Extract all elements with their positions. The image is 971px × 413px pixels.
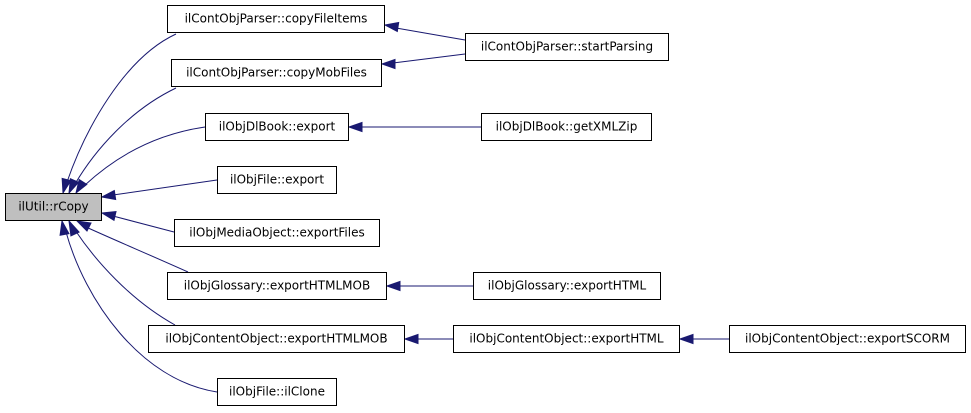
edge-line xyxy=(85,226,189,273)
node-box xyxy=(167,5,385,33)
arrowhead xyxy=(100,189,117,201)
arrowhead xyxy=(59,219,70,236)
edge-contentExportHTML-to-contentExportHTMLMOB xyxy=(403,333,453,345)
edge-startParsing-to-copyMobFiles xyxy=(380,53,466,70)
node-box xyxy=(171,59,382,87)
node-contentExportHTML[interactable]: ilObjContentObject::exportHTML xyxy=(453,325,680,353)
node-box xyxy=(473,272,661,300)
node-glossaryExportHTMLMOB[interactable]: ilObjGlossary::exportHTMLMOB xyxy=(167,272,387,300)
arrowhead xyxy=(100,211,117,222)
arrowhead xyxy=(68,177,80,195)
node-contentExportHTMLMOB[interactable]: ilObjContentObject::exportHTMLMOB xyxy=(148,325,405,353)
node-copyMobFiles[interactable]: ilContObjParser::copyMobFiles xyxy=(171,59,382,87)
node-label: ilContObjParser::copyMobFiles xyxy=(186,66,367,80)
node-fileIlClone[interactable]: ilObjFile::ilClone xyxy=(217,378,337,406)
node-getXMLZip[interactable]: ilObjDlBook::getXMLZip xyxy=(481,113,652,141)
node-label: ilObjGlossary::exportHTMLMOB xyxy=(184,279,370,293)
edge-fileIlClone-to-rcopy xyxy=(59,219,218,393)
node-box xyxy=(174,219,380,247)
edge-line xyxy=(74,87,177,185)
node-startParsing[interactable]: ilContObjParser::startParsing xyxy=(465,33,669,61)
node-box xyxy=(453,325,680,353)
arrowhead xyxy=(678,333,694,345)
edge-contentExportHTMLMOB-to-rcopy xyxy=(68,219,176,326)
edge-startParsing-to-copyFileItems xyxy=(383,21,466,41)
node-box xyxy=(729,325,966,353)
node-label: ilObjGlossary::exportHTML xyxy=(488,279,647,293)
node-label: ilUtil::rCopy xyxy=(18,200,88,214)
node-box xyxy=(217,378,337,406)
edge-glossaryExportHTMLMOB-to-rcopy xyxy=(75,220,189,273)
edge-copyMobFiles-to-rcopy xyxy=(68,87,177,195)
edge-line xyxy=(395,27,466,41)
node-glossaryExportHTML[interactable]: ilObjGlossary::exportHTML xyxy=(473,272,661,300)
arrowhead xyxy=(380,58,396,70)
edge-line xyxy=(84,126,206,186)
node-box xyxy=(217,166,337,194)
arrowhead xyxy=(75,178,88,195)
edge-line xyxy=(392,53,466,64)
node-label: ilObjFile::ilClone xyxy=(229,385,325,399)
arrowhead xyxy=(385,280,401,292)
edge-layer xyxy=(59,21,729,393)
edge-line xyxy=(74,229,176,326)
arrowhead xyxy=(347,121,363,133)
edge-line xyxy=(112,215,175,233)
edge-line xyxy=(112,179,218,196)
edge-line xyxy=(66,33,177,183)
edge-getXMLZip-to-dlbookExport xyxy=(347,121,481,133)
node-box xyxy=(481,113,652,141)
node-box xyxy=(465,33,669,61)
node-label: ilContObjParser::copyFileItems xyxy=(185,12,368,26)
edge-line xyxy=(65,231,218,393)
node-label: ilObjFile::export xyxy=(230,173,324,187)
arrowhead xyxy=(403,333,419,345)
node-rcopy[interactable]: ilUtil::rCopy xyxy=(5,193,102,221)
edge-mediaExportFiles-to-rcopy xyxy=(100,211,175,233)
node-label: ilContObjParser::startParsing xyxy=(481,40,653,54)
arrowhead xyxy=(61,177,72,195)
node-label: ilObjContentObject::exportHTML xyxy=(469,332,664,346)
node-copyFileItems[interactable]: ilContObjParser::copyFileItems xyxy=(167,5,385,33)
node-dlbookExport[interactable]: ilObjDlBook::export xyxy=(205,113,349,141)
node-box xyxy=(148,325,405,353)
edge-glossaryExportHTML-to-glossaryExportHTMLMOB xyxy=(385,280,473,292)
edge-copyFileItems-to-rcopy xyxy=(61,33,177,195)
arrowhead xyxy=(68,219,80,237)
edge-contentExportSCORM-to-contentExportHTML xyxy=(678,333,729,345)
node-box xyxy=(5,193,102,221)
edge-dlbookExport-to-rcopy xyxy=(75,126,206,195)
edge-fileExport-to-rcopy xyxy=(100,179,218,201)
node-fileExport[interactable]: ilObjFile::export xyxy=(217,166,337,194)
node-label: ilObjContentObject::exportSCORM xyxy=(745,332,950,346)
node-contentExportSCORM[interactable]: ilObjContentObject::exportSCORM xyxy=(729,325,966,353)
arrowhead xyxy=(75,220,92,232)
node-mediaExportFiles[interactable]: ilObjMediaObject::exportFiles xyxy=(174,219,380,247)
node-box xyxy=(167,272,387,300)
node-label: ilObjMediaObject::exportFiles xyxy=(189,226,364,240)
node-box xyxy=(205,113,349,141)
arrowhead xyxy=(383,21,400,33)
node-label: ilObjDlBook::export xyxy=(219,120,336,134)
node-label: ilObjContentObject::exportHTMLMOB xyxy=(165,332,387,346)
node-label: ilObjDlBook::getXMLZip xyxy=(496,120,638,134)
